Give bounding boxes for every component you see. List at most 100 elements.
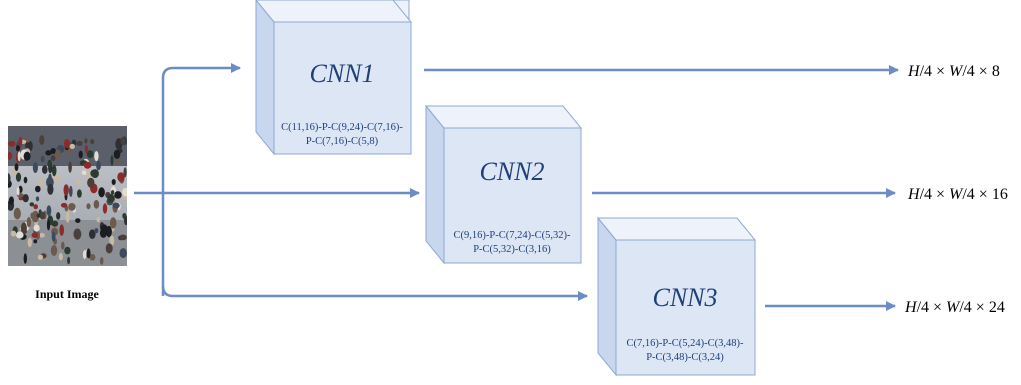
crowd-figure [50,148,56,154]
crowd-figure [82,250,87,260]
cnn1-box-front [273,21,412,155]
crowd-figure [47,159,52,168]
crowd-figure [40,155,45,163]
crowd-figure [35,196,40,202]
cnn3-box-side [597,216,617,377]
crowd-figure [86,203,91,210]
crowd-figure [65,211,70,223]
crowd-figure [122,213,127,219]
crowd-figure [30,212,34,219]
crowd-figure [83,161,92,169]
crowd-figure [42,165,48,174]
crowd-figure [15,231,24,239]
crowd-figure [89,229,96,239]
crowd-figure [122,187,127,197]
crowd-figure [14,163,19,172]
crowd-figure [68,161,72,173]
crowd-figure [109,235,115,246]
crowd-figure [110,190,115,195]
crowd-figure [37,254,44,260]
crowd-figure [8,196,14,205]
crowd-figure [86,168,90,181]
crowd-figure [86,150,94,159]
crowd-figure [46,219,51,231]
cnn3-title: CNN3 [652,283,717,312]
crowd-figure [64,138,70,149]
crowd-figure [55,149,61,159]
crowd-figure [114,191,122,199]
crowd-figure [112,202,120,209]
crowd-figure [51,164,57,177]
crowd-figure [33,239,38,244]
cnn2-layers-line2: P-C(5,32)-C(3,16) [473,244,551,255]
cnn1-layers-line2: P-C(7,16)-C(5,8) [306,136,379,147]
crowd-figure [99,257,104,265]
cnn2-block: CNN2 C(9,16)-P-C(7,24)-C(5,32)- P-C(5,32… [424,104,583,265]
crowd-figure [51,220,59,227]
crowd-figure [61,241,65,250]
cnn1-box-topface [255,0,413,23]
crowd-figure [77,189,82,198]
crowd-figure [32,162,39,174]
cnn2-layers-line1: C(9,16)-P-C(7,24)-C(5,32)- [454,230,571,241]
crowd-figure [47,183,54,195]
crowd-figure [67,256,71,265]
crowd-figure [75,179,82,185]
crowd-figure [18,136,23,147]
crowd-figure [15,145,20,152]
crowd-figure [96,216,101,223]
crowd-figure [23,176,28,184]
input-image-label: Input Image [35,287,99,301]
output-arrows [424,65,899,311]
crowd-figure [15,172,22,182]
crowd-figure [39,135,45,145]
crowd-figure [29,202,35,207]
cnn3-box-front [615,239,756,376]
crowd-figure [84,138,88,144]
crowd-figure [94,228,99,234]
crowd-figure [111,179,116,185]
cnn2-title: CNN2 [479,157,544,186]
crowd-figure [22,229,27,234]
crowd-figure [119,234,127,241]
crowd-figure [107,194,115,203]
crowd-figure [22,194,29,203]
crowd-figure [120,136,126,146]
crowd-figure [113,149,121,159]
crowd-figure [81,170,87,175]
crowd-figure [10,230,17,237]
cnn2-box-side [425,104,445,265]
crowd-figure [110,155,114,166]
crowd-figure [56,212,61,220]
crowd-figure [90,169,99,178]
crowd-figure [31,232,38,238]
cnn2-box-topface [424,105,583,129]
crowd-figure [58,252,63,261]
crowd-figure [53,174,61,182]
cnn1-layers-line1: C(11,16)-P-C(9,24)-C(7,16)- [281,122,403,133]
cnn1-block: CNN1 C(11,16)-P-C(9,24)-C(7,16)- P-C(7,1… [255,0,413,156]
connector-to-cnn3 [161,285,588,301]
crowd-figure [16,186,20,196]
crowd-figure [23,151,31,161]
crowd-figure [69,143,76,149]
input-image [8,126,127,266]
crowd-figure [73,228,82,240]
cnn1-output-label: H/4 × W/4 × 8 [907,63,1000,80]
crowd-figure [68,203,76,211]
cnn2-box-front [443,127,582,264]
crowd-figure [64,246,71,255]
crowd-figure [50,245,58,256]
crowd-figure [84,144,88,154]
crowd-figure [50,155,56,162]
crowd-figure [119,248,127,259]
crowd-figure [36,213,41,218]
crowd-figure [8,151,12,160]
crowd-figure [78,150,83,159]
crowd-figure [89,253,96,261]
crowd-figure [94,151,99,162]
crowd-figure [45,150,52,156]
cnn3-block: CNN3 C(7,16)-P-C(5,24)-C(3,48)- P-C(3,48… [596,216,757,377]
input-connectors [134,63,588,301]
